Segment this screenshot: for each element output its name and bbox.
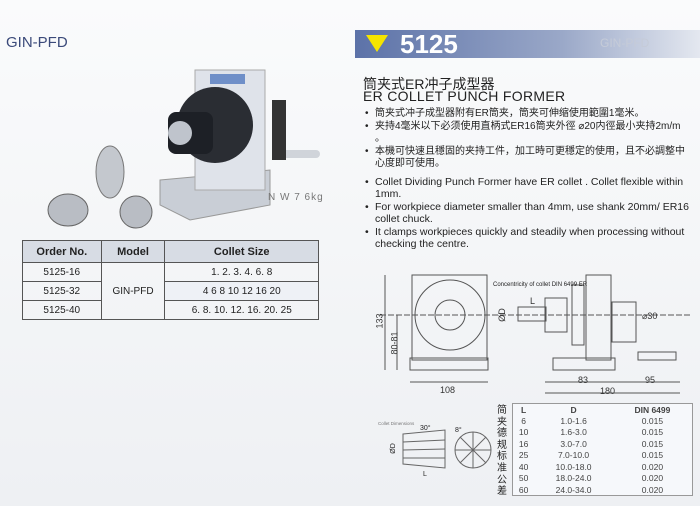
model-cell: GIN-PFD	[100, 262, 166, 320]
tolerance-cell: 0.020	[641, 484, 664, 495]
order-no: 5125-16	[22, 262, 102, 282]
collet-l: L	[423, 471, 427, 478]
bullet-en: Collet Dividing Punch Former have ER col…	[363, 176, 693, 200]
dim-133: 133	[374, 313, 385, 329]
table-row: 10 1.6-3.0 0.015	[513, 427, 693, 439]
tolerance-cell: 1.0-1.6	[560, 415, 587, 426]
side-char: 德	[497, 428, 507, 440]
col-din: DIN 6499	[634, 404, 671, 415]
tolerance-cell: 0.015	[641, 450, 664, 461]
table-row: 40 10.0-18.0 0.020	[513, 461, 693, 473]
col-l: L	[521, 404, 527, 415]
header-ghost-text: GIN-PFD	[600, 36, 650, 50]
table-row: 60 24.0-34.0 0.020	[513, 484, 693, 496]
tolerance-side-label: 简夹德规标准公差	[497, 405, 511, 498]
bullet-en: For workpiece diameter smaller than 4mm,…	[363, 201, 693, 225]
side-char: 规	[497, 439, 507, 451]
tolerance-cell: 0.020	[641, 473, 664, 484]
order-no: 5125-40	[22, 300, 102, 320]
dim-80-81: 80-81	[389, 331, 400, 355]
collet-size: 4 6 8 10 12 16 20	[164, 281, 319, 301]
collet-dimensions-label: Collet Dimensions	[378, 421, 415, 426]
product-photo	[47, 69, 320, 229]
col-order-no: Order No.	[22, 240, 102, 263]
tolerance-cell: 10	[518, 427, 529, 438]
tolerance-cell: 3.0-7.0	[560, 438, 587, 449]
tolerance-cell: 6	[521, 415, 527, 426]
table-row: 5125-40 6. 8. 10. 12. 16. 20. 25	[22, 300, 319, 320]
tolerance-cell: 24.0-34.0	[555, 484, 592, 495]
table-row: 50 18.0-24.0 0.020	[513, 473, 693, 485]
side-char: 准	[497, 462, 507, 474]
technical-drawing	[380, 274, 690, 394]
tolerance-cell: 16	[518, 438, 529, 449]
tolerance-cell: 25	[518, 450, 529, 461]
angle-8: 8°	[455, 427, 462, 434]
dim-108: 108	[440, 385, 456, 395]
dim-l: L	[530, 296, 536, 306]
tolerance-cell: 50	[518, 473, 529, 484]
order-no: 5125-32	[22, 281, 102, 301]
collet-od: ØD	[389, 443, 397, 454]
tolerance-cell: 0.015	[641, 415, 664, 426]
table-row: 16 3.0-7.0 0.015	[513, 438, 693, 450]
model-label: GIN-PFD	[6, 34, 68, 51]
title-en: ER COLLET PUNCH FORMER	[363, 88, 566, 104]
triangle-icon	[366, 35, 388, 52]
feature-list: 筒夹式冲子成型器附有ER筒夹，筒夹可伸缩使用範圍1毫米。 夹持4毫米以下必须使用…	[363, 108, 693, 251]
table-row: 25 7.0-10.0 0.015	[513, 450, 693, 462]
product-number: 5125	[400, 29, 458, 59]
dim-d30: ⌀30	[642, 311, 658, 321]
concentricity-label: Concentricity of collet DIN 6499 ER	[493, 282, 588, 288]
side-char: 简	[497, 405, 507, 416]
net-weight: N W 7 6kg	[268, 192, 324, 203]
angle-30: 30°	[420, 425, 431, 432]
table-row: 6 1.0-1.6 0.015	[513, 415, 693, 427]
dim-180: 180	[600, 386, 616, 396]
bullet-cn: 本機可快速且穩固的夹持工件，加工時可更穩定的使用，且不必調整中心度即可使用。	[363, 146, 693, 170]
tolerance-cell: 60	[518, 484, 529, 495]
side-char: 标	[497, 451, 507, 463]
collet-drawing	[402, 429, 492, 469]
tolerance-cell: 10.0-18.0	[555, 461, 592, 472]
col-d: D	[570, 404, 577, 415]
col-model: Model	[100, 240, 166, 263]
title-cn: 筒夹式ER冲子成型器	[363, 76, 495, 92]
tolerance-cell: 0.015	[641, 427, 664, 438]
tolerance-cell: 1.6-3.0	[560, 427, 587, 438]
header-bar	[355, 30, 700, 58]
dim-95: 95	[645, 375, 656, 385]
tolerance-cell: 7.0-10.0	[557, 450, 590, 461]
bullet-cn: 夹持4毫米以下必须使用直柄式ER16筒夹外徑 ⌀20内徑最小夹持2m/m 。	[363, 121, 693, 145]
collet-size: 6. 8. 10. 12. 16. 20. 25	[164, 300, 319, 320]
tolerance-cell: 0.015	[641, 438, 664, 449]
collet-size: 1. 2. 3. 4. 6. 8	[164, 262, 319, 282]
dim-83: 83	[578, 375, 589, 385]
tolerance-cell: 40	[518, 461, 529, 472]
tolerance-cell: 18.0-24.0	[555, 473, 592, 484]
side-char: 差	[497, 486, 507, 498]
col-collet-size: Collet Size	[164, 240, 319, 263]
dim-od: ØD	[496, 308, 507, 322]
bullet-cn: 筒夹式冲子成型器附有ER筒夹，筒夹可伸缩使用範圍1毫米。	[363, 108, 693, 120]
side-char: 公	[497, 474, 507, 486]
tolerance-cell: 0.020	[641, 461, 664, 472]
table-row: 5125-32 4 6 8 10 12 16 20	[22, 281, 319, 301]
side-char: 夹	[497, 416, 507, 428]
bullet-en: It clamps workpieces quickly and steadil…	[363, 226, 693, 250]
